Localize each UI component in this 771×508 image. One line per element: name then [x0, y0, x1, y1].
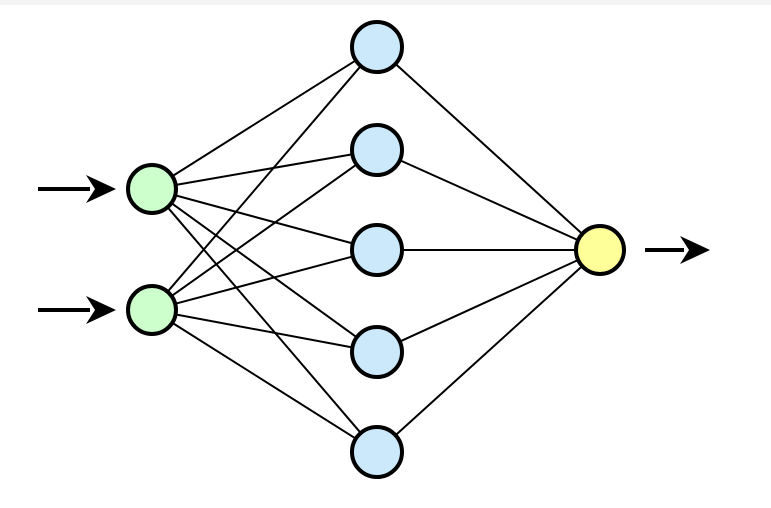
edge-in-2-to-h-5	[171, 322, 357, 440]
edge-in-1-to-h-1	[171, 59, 357, 177]
output-arrow-head	[680, 236, 710, 264]
hidden-layer	[350, 20, 404, 479]
edge-in-2-to-h-1	[166, 65, 362, 293]
node-in-1[interactable]	[126, 163, 178, 215]
edge-in-1-to-h-4	[170, 202, 358, 339]
node-h-5[interactable]	[350, 425, 404, 479]
edge-h-2-to-out-1	[399, 159, 579, 242]
edge-in-2-to-h-3	[174, 255, 354, 305]
edge-in-2-to-h-2	[170, 163, 358, 297]
edge-h-1-to-out-1	[394, 63, 583, 235]
edge-in-2-to-h-4	[174, 313, 354, 349]
node-h-2[interactable]	[350, 123, 404, 177]
edge-in-1-to-h-5	[166, 206, 362, 434]
node-out-1[interactable]	[574, 224, 626, 276]
node-h-3[interactable]	[350, 223, 404, 277]
edge-in-1-to-h-2	[175, 153, 353, 186]
input-arrow-bottom	[38, 296, 116, 324]
edges-group	[166, 59, 583, 440]
io-arrows-group	[38, 175, 710, 324]
node-h-4[interactable]	[350, 325, 404, 379]
input-arrow-bottom-head	[86, 296, 116, 324]
edge-in-1-to-h-3	[174, 194, 354, 245]
edge-h-4-to-out-1	[399, 259, 579, 343]
node-in-2[interactable]	[126, 284, 178, 336]
input-arrow-top-head	[86, 175, 116, 203]
edge-h-5-to-out-1	[394, 265, 583, 436]
output-layer	[574, 224, 626, 276]
input-arrow-top	[38, 175, 116, 203]
input-layer	[126, 163, 178, 336]
nodes-group	[126, 20, 626, 479]
node-h-1[interactable]	[350, 20, 404, 74]
output-arrow	[645, 236, 710, 264]
